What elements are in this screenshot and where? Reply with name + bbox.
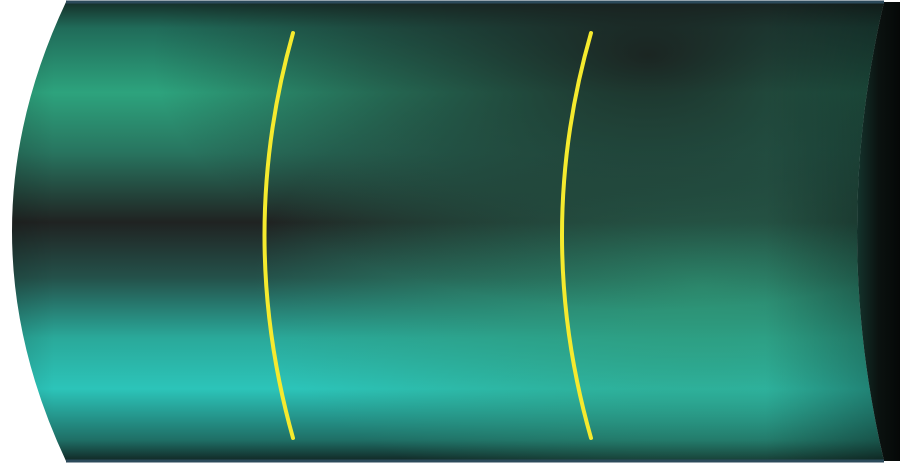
section-marker-line-1 xyxy=(262,31,295,440)
cylinder-end-face xyxy=(857,2,900,461)
section-marker-line-2 xyxy=(560,31,593,440)
